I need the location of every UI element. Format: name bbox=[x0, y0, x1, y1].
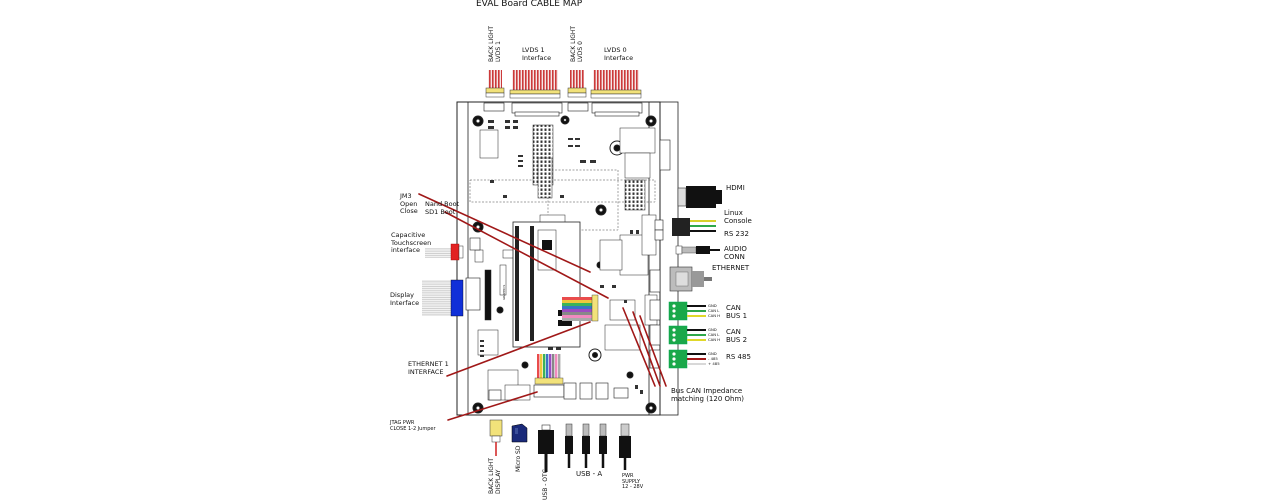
can2-pin-labels: GND CAN L CAN H bbox=[708, 327, 721, 342]
touchscreen-connector bbox=[425, 243, 464, 261]
label-usb-a: USB - A bbox=[576, 470, 603, 478]
board-bottom-connectors bbox=[488, 382, 629, 401]
can-bus-1-terminal bbox=[668, 301, 706, 321]
label-capacitive-touchscreen: Capacitive Touchscreen interface bbox=[391, 231, 432, 254]
power-supply-jack bbox=[619, 423, 631, 470]
can1-pin-labels: GND CAN L CAN H bbox=[708, 303, 721, 318]
hdmi-cable bbox=[677, 186, 722, 208]
diagram-title: EVAL Board CABLE MAP bbox=[476, 0, 583, 9]
rs232-console-cable bbox=[672, 218, 716, 236]
label-ethernet1-interface: ETHERNET 1 INTERFACE bbox=[408, 360, 449, 376]
rs485-terminal bbox=[668, 349, 706, 369]
label-backlight-lvds1: BACK LIGHT LVDS 1 bbox=[488, 25, 502, 62]
usb-a-cables bbox=[565, 423, 607, 468]
label-rs485: RS 485 bbox=[726, 353, 751, 361]
label-bus-can-impedance: Bus CAN Impedance matching (120 Ohm) bbox=[671, 387, 745, 403]
jtag-ribbon-cable bbox=[562, 294, 599, 322]
label-usb-otg: USB - OTG bbox=[542, 468, 549, 500]
label-nand-boot: Nand Boot SD1 Boot bbox=[425, 200, 460, 216]
label-backlight-lvds0: BACK LIGHT LVDS 0 bbox=[570, 25, 584, 62]
label-can-bus-1: CAN BUS 1 bbox=[726, 304, 748, 320]
som-module: GRAPHICS bbox=[502, 221, 581, 348]
board-components bbox=[474, 124, 658, 401]
can-bus-2-terminal bbox=[668, 325, 706, 345]
eval-board bbox=[456, 101, 679, 416]
svg-text:GRAPHICS: GRAPHICS bbox=[502, 285, 506, 300]
top-connector-backlight-lvds0 bbox=[567, 70, 587, 98]
board-top-connectors bbox=[483, 102, 643, 117]
rs485-pin-labels: GND - 485 + 485 bbox=[708, 351, 720, 366]
label-rs232: RS 232 bbox=[724, 230, 749, 238]
label-lvds0-interface: LVDS 0 Interface bbox=[604, 46, 634, 62]
label-ethernet: ETHERNET bbox=[712, 264, 750, 272]
backlight-display-connector bbox=[489, 419, 503, 456]
board-right-connectors bbox=[649, 139, 671, 369]
micro-sd-card bbox=[511, 423, 528, 443]
label-jm3: JM3 Open Close bbox=[400, 192, 418, 215]
label-pwr-supply: PWR SUPPLY 12 - 28V bbox=[622, 473, 644, 490]
label-backlight-display: BACK LIGHT DISPLAY bbox=[488, 457, 502, 494]
top-connector-lvds1 bbox=[509, 70, 561, 99]
label-hdmi: HDMI bbox=[726, 184, 745, 192]
bottom-ribbon-cable bbox=[534, 354, 564, 385]
label-micro-sd: Micro SD bbox=[515, 445, 522, 472]
label-audio-conn: AUDIO CONN bbox=[724, 245, 747, 261]
callout-lines bbox=[418, 193, 667, 421]
label-linux-console: Linux Console bbox=[724, 209, 752, 225]
display-connector bbox=[422, 279, 464, 317]
top-connector-backlight-lvds1 bbox=[485, 70, 505, 98]
top-connector-lvds0 bbox=[590, 70, 642, 99]
label-lvds1-interface: LVDS 1 Interface bbox=[522, 46, 552, 62]
ethernet-cable bbox=[669, 266, 712, 292]
label-jtag-pwr: JTAG PWR CLOSE 1-2 Jumper bbox=[390, 420, 436, 432]
audio-cable bbox=[675, 245, 720, 255]
label-display-interface: Display Interface bbox=[390, 291, 420, 307]
label-can-bus-2: CAN BUS 2 bbox=[726, 328, 748, 344]
usb-otg-cable bbox=[538, 424, 554, 472]
